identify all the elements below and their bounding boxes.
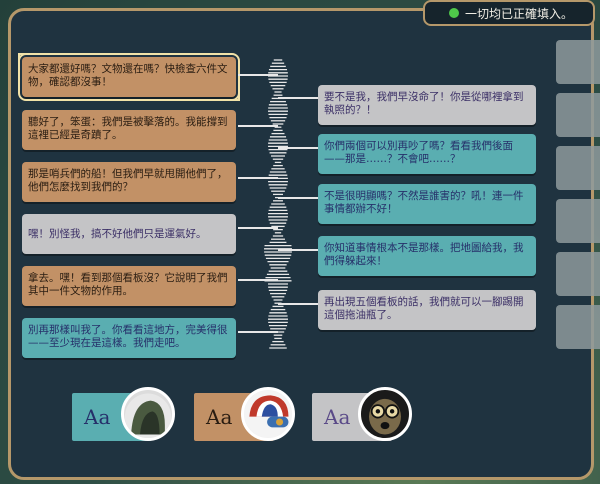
left-card-4[interactable]: 嘿！別怪我，搞不好他們只是運氣好。 <box>22 214 236 254</box>
card-text: 再出現五個看板的話，我們就可以一腳踢開這個拖油瓶了。 <box>324 296 524 321</box>
left-card-6[interactable]: 別再那樣叫我了。你看看這地方，完美得很——至少現在是這樣。我們走吧。 <box>22 318 236 358</box>
check-status-icon <box>449 8 459 18</box>
card-text: 要不是我，我們早沒命了！你是從哪裡拿到執照的？！ <box>324 91 524 116</box>
side-slot[interactable] <box>556 199 600 243</box>
left-card-5[interactable]: 拿去。嘿！看到那個看板沒？它說明了我們其中一件文物的作用。 <box>22 266 236 306</box>
card-text: 大家都還好嗎？文物還在嗎？快檢查六件文物，確認都沒事！ <box>28 63 228 88</box>
side-slot[interactable] <box>556 40 600 84</box>
connector-waveform <box>238 59 318 349</box>
font-sample: Aa <box>206 405 233 429</box>
side-slot[interactable] <box>556 252 600 296</box>
hooded-character-avatar[interactable] <box>121 387 175 441</box>
helmet-character-avatar[interactable] <box>241 387 295 441</box>
card-text: 別再那樣叫我了。你看看這地方，完美得很——至少現在是這樣。我們走吧。 <box>28 324 228 349</box>
card-text: 嘿！別怪我，搞不好他們只是運氣好。 <box>28 228 207 240</box>
card-text: 不是很明顯嗎？不然是誰害的？吼！連一件事情都辦不好！ <box>324 190 524 215</box>
left-card-3[interactable]: 那是哨兵們的船！但我們早就甩開他們了，他們怎麼找到我們的？ <box>22 162 236 202</box>
font-sample: Aa <box>324 405 351 429</box>
card-text: 聽好了，笨蛋：我們是被擊落的。我能撐到這裡已經是奇蹟了。 <box>28 116 228 141</box>
left-card-1[interactable]: 大家都還好嗎？文物還在嗎？快檢查六件文物，確認都沒事！ <box>18 53 240 101</box>
card-text: 那是哨兵們的船！但我們早就甩開他們了，他們怎麼找到我們的？ <box>28 168 228 193</box>
card-text: 你知道事情根本不是那樣。把地圖給我，我們得躲起來！ <box>324 242 524 267</box>
side-slot[interactable] <box>556 93 600 137</box>
status-banner: 一切均已正確填入。 <box>423 0 595 26</box>
font-sample: Aa <box>84 405 111 429</box>
left-card-2[interactable]: 聽好了，笨蛋：我們是被擊落的。我能撐到這裡已經是奇蹟了。 <box>22 110 236 150</box>
card-text: 拿去。嘿！看到那個看板沒？它說明了我們其中一件文物的作用。 <box>28 272 228 297</box>
goggles-character-avatar[interactable] <box>358 387 412 441</box>
status-text: 一切均已正確填入。 <box>465 6 574 21</box>
side-slot[interactable] <box>556 146 600 190</box>
side-slot[interactable] <box>556 305 600 349</box>
right-card-2[interactable]: 你們兩個可以別再吵了嗎？看看我們後面——那是……？不會吧……？ <box>318 134 536 174</box>
card-text: 你們兩個可以別再吵了嗎？看看我們後面——那是……？不會吧……？ <box>324 140 513 165</box>
right-card-4[interactable]: 你知道事情根本不是那樣。把地圖給我，我們得躲起來！ <box>318 236 536 276</box>
right-card-5[interactable]: 再出現五個看板的話，我們就可以一腳踢開這個拖油瓶了。 <box>318 290 536 330</box>
right-card-3[interactable]: 不是很明顯嗎？不然是誰害的？吼！連一件事情都辦不好！ <box>318 184 536 224</box>
right-card-1[interactable]: 要不是我，我們早沒命了！你是從哪裡拿到執照的？！ <box>318 85 536 125</box>
